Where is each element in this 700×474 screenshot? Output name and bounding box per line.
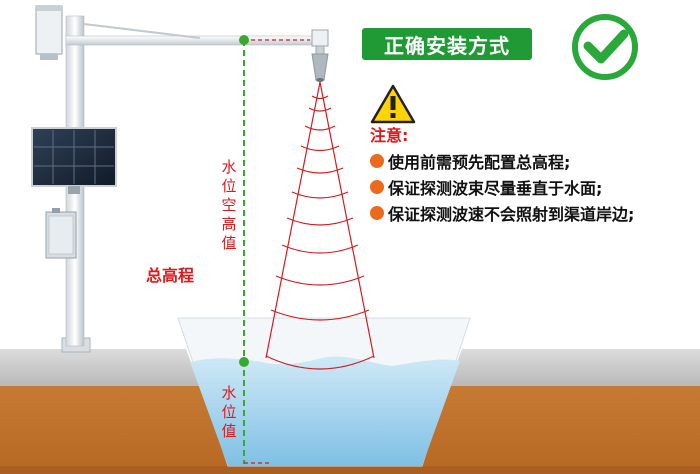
radar-sensor — [311, 29, 329, 82]
rain-gauge — [35, 5, 63, 60]
notice-item-text: 使用前需预先配置总高程; — [388, 153, 571, 172]
notice-item: 保证探测波速不会照射到渠道岸边; — [370, 200, 698, 226]
bullet-dot-icon — [370, 180, 384, 194]
total-elevation-label: 总高程 — [146, 266, 195, 285]
bullet-dot-icon — [370, 206, 384, 220]
notice-heading: 注意: — [370, 126, 409, 145]
notice-item: 保证探测波束尽量垂直于水面; — [370, 174, 698, 200]
notice-item-text: 保证探测波速不会照射到渠道岸边; — [388, 205, 635, 224]
measurement-guide — [239, 35, 310, 464]
notice-item-text: 保证探测波束尽量垂直于水面; — [388, 179, 603, 198]
notice-block: 注意: 使用前需预先配置总高程; 保证探测波束尽量垂直于水面; 保证探测波速不会… — [370, 122, 698, 226]
ground-soil — [0, 386, 700, 474]
solar-panel — [31, 127, 117, 194]
arm-brace — [83, 23, 201, 39]
warning-triangle-icon — [370, 84, 416, 124]
radar-beam — [265, 81, 375, 370]
notice-item: 使用前需预先配置总高程; — [370, 148, 698, 174]
bullet-dot-icon — [370, 154, 384, 168]
control-box — [45, 208, 77, 259]
check-circle-icon — [572, 14, 638, 80]
water-body — [190, 356, 460, 466]
ground-gravel — [0, 349, 700, 386]
air-height-label: 水位空高值 — [221, 158, 237, 252]
water-level-label: 水位值 — [221, 384, 237, 440]
page-title: 正确安装方式 — [362, 28, 532, 60]
